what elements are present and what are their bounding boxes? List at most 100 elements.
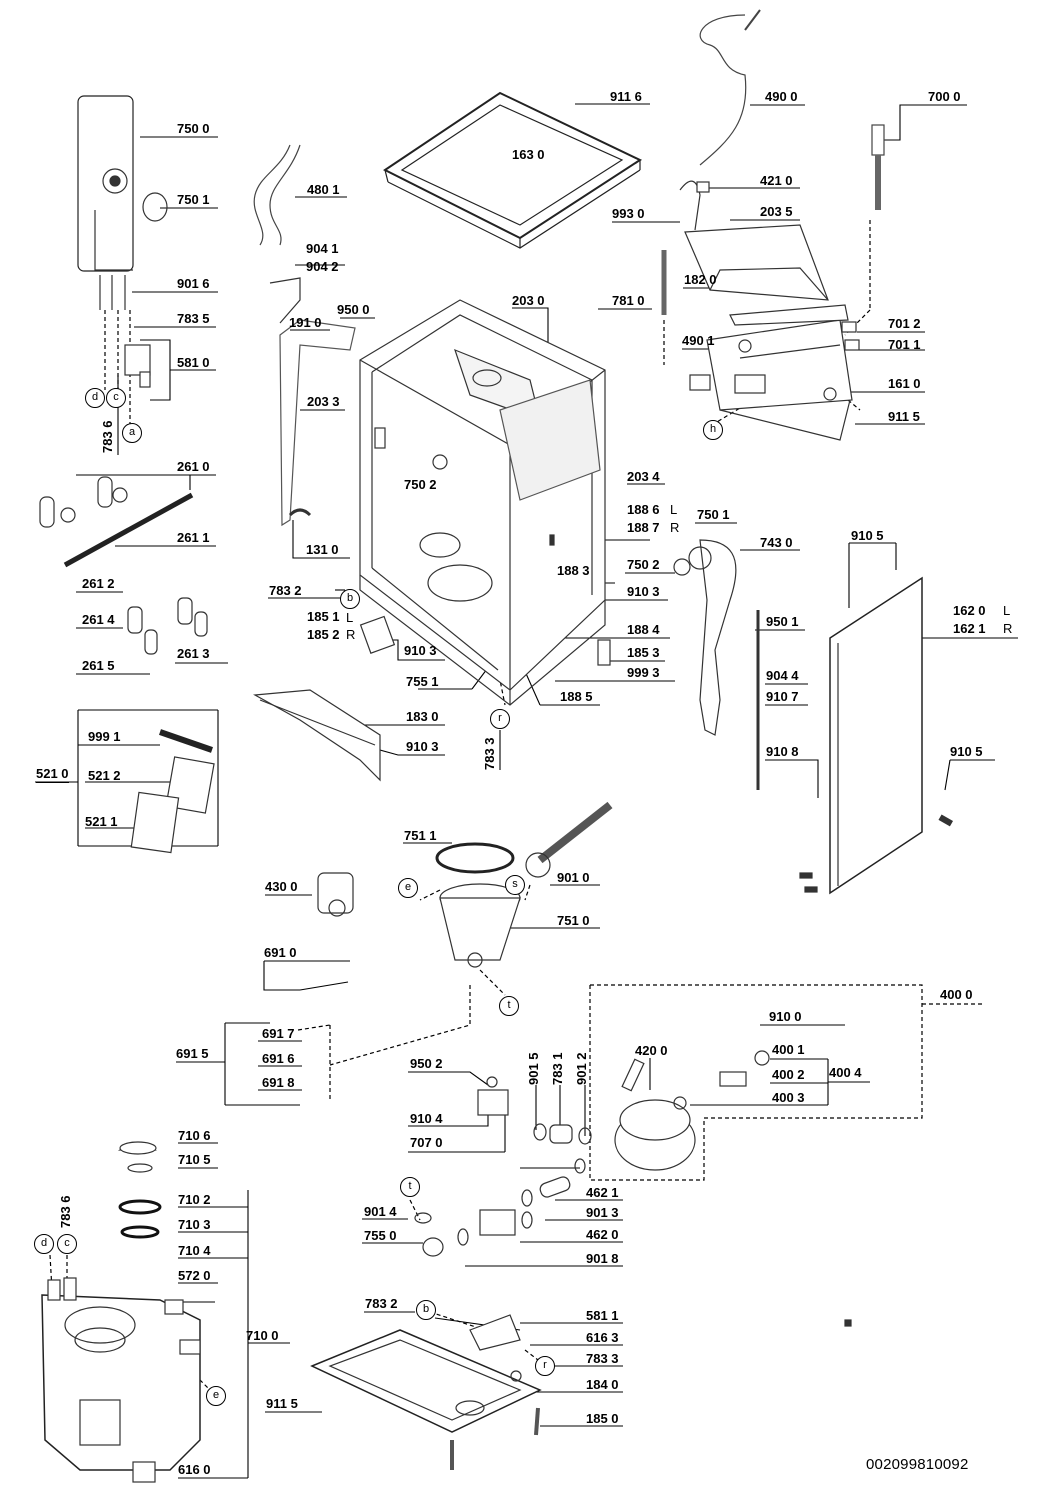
ref-marker-c-upper: c bbox=[106, 388, 126, 408]
part-label-420-0: 420 0 bbox=[635, 1043, 668, 1058]
ref-marker-a: a bbox=[122, 423, 142, 443]
part-label-701-2: 701 2 bbox=[888, 316, 921, 331]
ref-marker-e-lower: e bbox=[206, 1386, 226, 1406]
part-label-911-5-upper: 911 5 bbox=[888, 409, 920, 424]
part-label-261-0: 261 0 bbox=[177, 459, 210, 474]
part-label-701-1: 701 1 bbox=[888, 337, 921, 352]
part-label-131-0: 131 0 bbox=[306, 542, 339, 557]
part-label-188-3: 188 3 bbox=[557, 563, 590, 578]
part-label-462-1: 462 1 bbox=[586, 1185, 619, 1200]
part-label-421-0: 421 0 bbox=[760, 173, 793, 188]
leader-lines bbox=[35, 103, 1018, 1479]
part-label-261-5: 261 5 bbox=[82, 658, 115, 673]
part-label-910-8: 910 8 bbox=[766, 744, 799, 759]
diagram-id-code: 002099810092 bbox=[866, 1456, 969, 1473]
ref-marker-s: s bbox=[505, 875, 525, 895]
part-label-261-2: 261 2 bbox=[82, 576, 115, 591]
part-label-581-0: 581 0 bbox=[177, 355, 210, 370]
part-label-188-6: 188 6 bbox=[627, 502, 660, 517]
cable-490-0 bbox=[699, 9, 761, 166]
part-label-710-2: 710 2 bbox=[178, 1192, 211, 1207]
part-label-950-0: 950 0 bbox=[337, 302, 370, 317]
part-label-700-0: 700 0 bbox=[928, 89, 961, 104]
part-label-910-0: 910 0 bbox=[769, 1009, 802, 1024]
part-label-750-2-right: 750 2 bbox=[627, 557, 660, 572]
part-label-783-1: 783 1 bbox=[550, 1052, 565, 1085]
part-label-462-0: 462 0 bbox=[586, 1227, 619, 1242]
part-label-910-5-top: 910 5 bbox=[851, 528, 884, 543]
part-label-904-1: 904 1 bbox=[306, 241, 339, 256]
part-label-185-3: 185 3 bbox=[627, 645, 660, 660]
part-label-783-5: 783 5 bbox=[177, 311, 210, 326]
part-label-901-8: 901 8 bbox=[586, 1251, 619, 1266]
part-label-910-7: 910 7 bbox=[766, 689, 799, 704]
part-label-691-6: 691 6 bbox=[262, 1051, 295, 1066]
base-tray-184 bbox=[310, 1314, 542, 1470]
part-label-161-0: 161 0 bbox=[888, 376, 921, 391]
part-label-521-0: 521 0 bbox=[36, 766, 69, 783]
cable-480-1 bbox=[253, 144, 301, 246]
part-label-911-6: 911 6 bbox=[610, 89, 642, 104]
part-label-910-3-b: 910 3 bbox=[404, 643, 437, 658]
part-label-755-1: 755 1 bbox=[406, 674, 439, 689]
part-label-572-0: 572 0 bbox=[178, 1268, 211, 1283]
part-label-910-4: 910 4 bbox=[410, 1111, 443, 1126]
part-label-783-2-lower: 783 2 bbox=[365, 1296, 398, 1311]
part-label-162-0: 162 0 bbox=[953, 603, 986, 618]
hoses-462 bbox=[414, 1158, 586, 1257]
part-label-910-3-c: 910 3 bbox=[406, 739, 439, 754]
part-label-191-0: 191 0 bbox=[289, 315, 322, 330]
ref-marker-d-upper: d bbox=[85, 388, 105, 408]
part-label-400-3: 400 3 bbox=[772, 1090, 805, 1105]
part-label-901-4: 901 4 bbox=[364, 1204, 397, 1219]
part-label-950-2: 950 2 bbox=[410, 1056, 443, 1071]
ref-marker-e-upper: e bbox=[398, 878, 418, 898]
part-label-616-3: 616 3 bbox=[586, 1330, 619, 1345]
part-label-521-2: 521 2 bbox=[88, 768, 121, 783]
part-label-751-0: 751 0 bbox=[557, 913, 590, 928]
part-label-691-7: 691 7 bbox=[262, 1026, 295, 1041]
water-softener-710 bbox=[41, 1141, 201, 1483]
part-label-781-0: 781 0 bbox=[612, 293, 645, 308]
part-label-691-8: 691 8 bbox=[262, 1075, 295, 1090]
part-label-707-0: 707 0 bbox=[410, 1135, 443, 1150]
side-right-label-185: R bbox=[346, 627, 356, 642]
side-panel-162 bbox=[829, 576, 923, 895]
part-label-901-5: 901 5 bbox=[526, 1052, 541, 1085]
hose-700-0 bbox=[871, 124, 885, 210]
part-label-910-3-a: 910 3 bbox=[627, 584, 660, 599]
door-seal-191 bbox=[279, 319, 356, 527]
part-label-910-5-lower: 910 5 bbox=[950, 744, 983, 759]
part-label-185-0: 185 0 bbox=[586, 1411, 619, 1426]
part-label-521-1: 521 1 bbox=[85, 814, 118, 829]
valve-707 bbox=[477, 1076, 592, 1145]
part-label-400-0: 400 0 bbox=[940, 987, 973, 1002]
cover-182 bbox=[684, 224, 829, 301]
part-label-750-2: 750 2 bbox=[404, 477, 437, 492]
part-label-783-3-lower: 783 3 bbox=[586, 1351, 619, 1366]
part-label-750-0: 750 0 bbox=[177, 121, 210, 136]
side-right-label: R bbox=[670, 520, 680, 535]
part-label-710-4: 710 4 bbox=[178, 1243, 211, 1258]
part-label-203-3: 203 3 bbox=[307, 394, 340, 409]
part-label-203-0: 203 0 bbox=[512, 293, 545, 308]
part-label-750-1: 750 1 bbox=[177, 192, 210, 207]
ref-marker-b-upper: b bbox=[340, 589, 360, 609]
part-label-901-0: 901 0 bbox=[557, 870, 590, 885]
ref-marker-h: h bbox=[703, 420, 723, 440]
part-label-911-5-lower: 911 5 bbox=[266, 1396, 298, 1411]
pump-430 bbox=[317, 872, 354, 917]
top-lid-163 bbox=[383, 91, 643, 249]
part-label-162-1: 162 1 bbox=[953, 621, 986, 636]
side-left-label-185: L bbox=[346, 610, 354, 625]
part-label-904-2: 904 2 bbox=[306, 259, 339, 274]
part-label-710-3: 710 3 bbox=[178, 1217, 211, 1232]
part-label-581-1: 581 1 bbox=[586, 1308, 619, 1323]
part-label-400-4: 400 4 bbox=[829, 1065, 862, 1080]
part-label-188-5: 188 5 bbox=[560, 689, 593, 704]
misc-bits bbox=[269, 180, 954, 1327]
part-label-261-3: 261 3 bbox=[177, 646, 210, 661]
ref-marker-b-lower: b bbox=[416, 1300, 436, 1320]
part-label-783-2-upper: 783 2 bbox=[269, 583, 302, 598]
